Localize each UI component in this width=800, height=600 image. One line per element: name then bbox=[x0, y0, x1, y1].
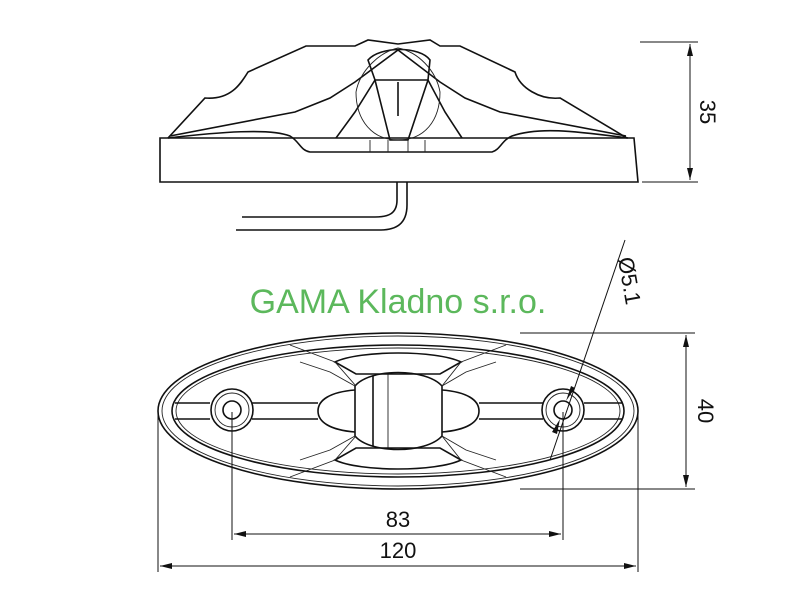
hole-spacing-label: 83 bbox=[386, 507, 410, 532]
overall-length-label: 120 bbox=[380, 538, 417, 563]
height-dimension-label: 35 bbox=[695, 100, 720, 124]
company-watermark: GAMA Kladno s.r.o. bbox=[250, 283, 547, 321]
hole-diameter-label: Ø5.1 bbox=[613, 255, 646, 306]
width-dimension-label: 40 bbox=[693, 399, 718, 423]
top-view: 40 83 120 Ø5.1 bbox=[157, 239, 718, 572]
side-view: 35 bbox=[159, 39, 720, 231]
